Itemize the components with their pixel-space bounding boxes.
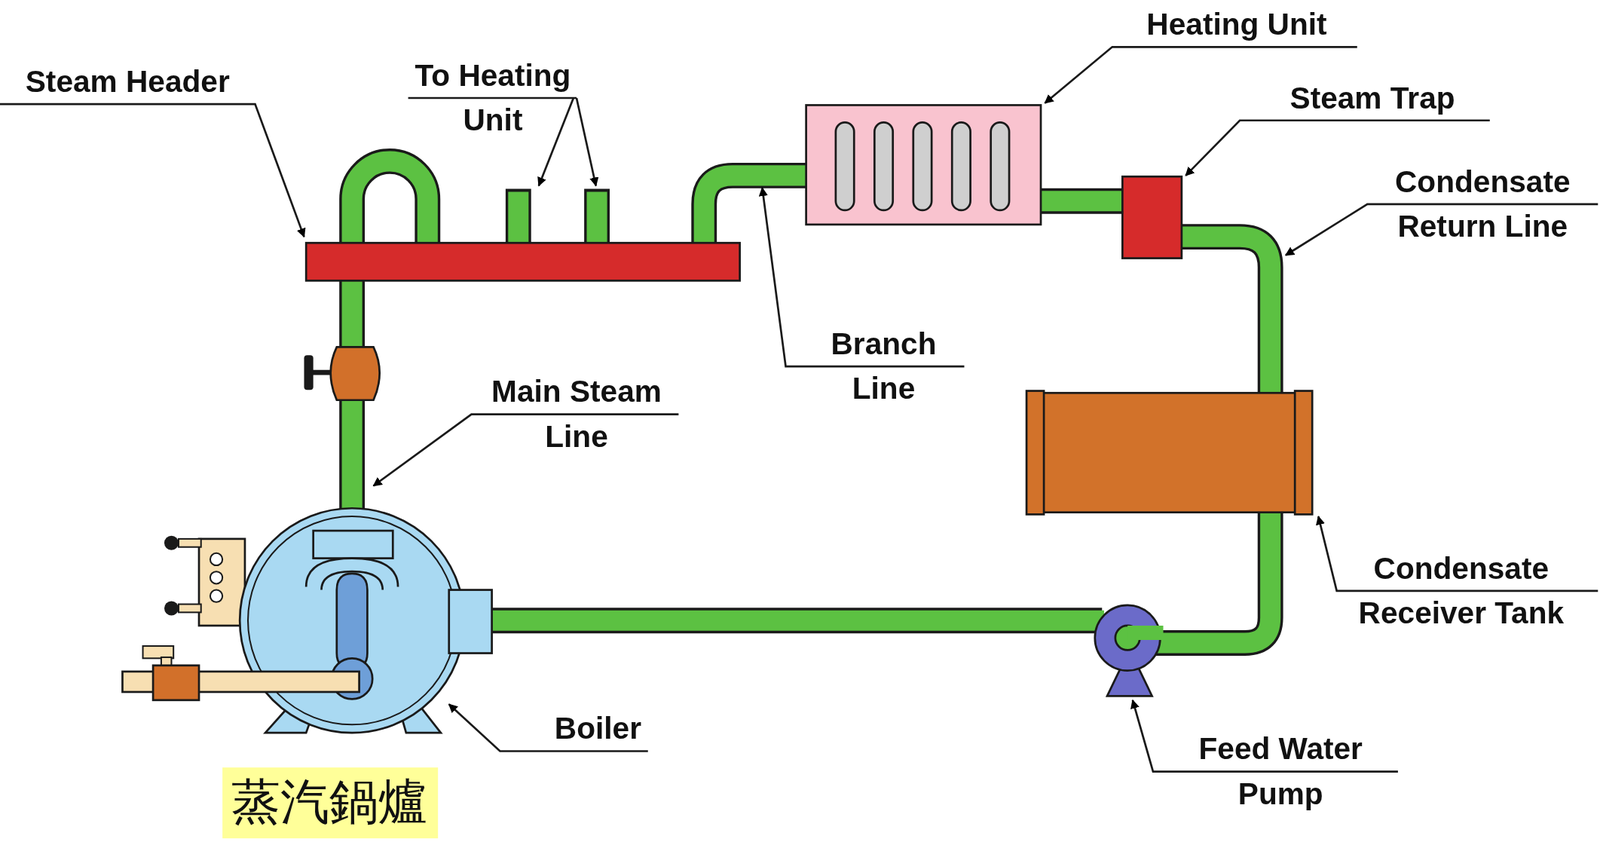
steam-trap — [1122, 176, 1182, 258]
heating-unit — [806, 104, 1041, 224]
heating-unit-label: Heating Unit — [1146, 2, 1327, 48]
title-box: 蒸汽鍋爐 — [222, 767, 438, 838]
leader-lines — [0, 46, 1598, 771]
condensate-tank — [1026, 391, 1313, 515]
steam-trap-label: Steam Trap — [1290, 75, 1456, 121]
branch-outlet-label: To Heating Unit — [395, 52, 590, 143]
feed-pump-label: Feed Water Pump — [1175, 726, 1386, 817]
steam-header-label: Steam Header — [25, 59, 230, 105]
title-text: 蒸汽鍋爐 — [231, 771, 429, 833]
feed-water-pump — [1095, 605, 1164, 697]
valve — [303, 346, 380, 400]
return-line-label: Condensate Return Line — [1370, 159, 1595, 249]
steam-header — [305, 242, 740, 281]
boiler-label: Boiler — [554, 706, 642, 752]
receiver-tank-label: Condensate Receiver Tank — [1333, 545, 1589, 636]
boiler — [122, 507, 492, 733]
main-steam-line-label: Main Steam Line — [471, 369, 682, 459]
branch-line-label: Branch Line — [812, 321, 956, 411]
